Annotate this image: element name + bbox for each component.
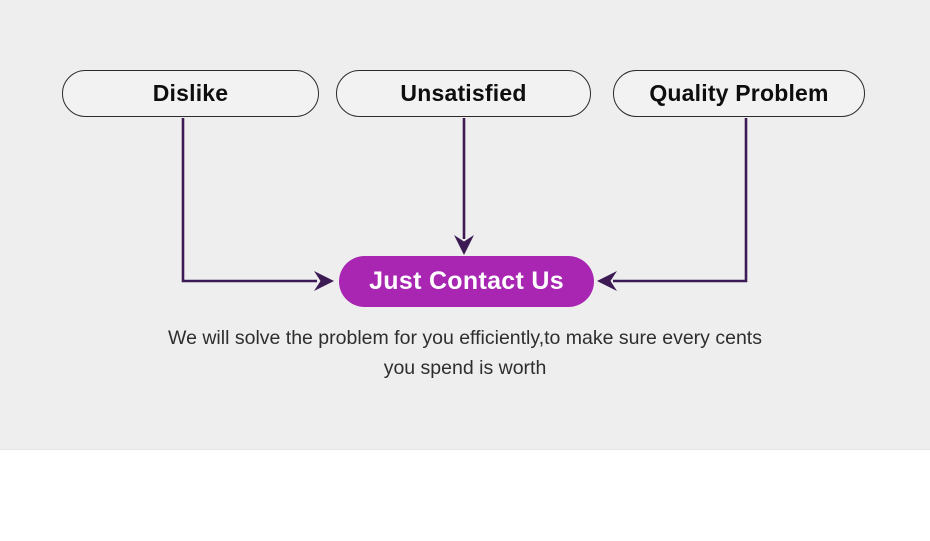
arrow-line: [613, 118, 748, 283]
node-unsatisfied: Unsatisfied: [336, 70, 591, 117]
node-dislike: Dislike: [62, 70, 319, 117]
footer-whitespace: [0, 450, 930, 541]
arrow-dislike-to-cta: [181, 118, 334, 291]
arrow-quality-to-cta: [597, 118, 748, 291]
node-unsatisfied-label: Unsatisfied: [400, 80, 527, 106]
arrow-unsatisfied-to-cta: [454, 118, 474, 255]
node-quality-problem-label: Quality Problem: [649, 80, 829, 106]
description-text: We will solve the problem for you effici…: [168, 327, 762, 379]
contact-us-button-label: Just Contact Us: [369, 267, 564, 295]
node-quality-problem: Quality Problem: [613, 70, 865, 117]
diagram-canvas: Dislike Unsatisfied Quality Problem Just…: [0, 0, 930, 450]
arrow-line: [181, 118, 317, 283]
arrow-right-icon: [314, 271, 334, 291]
arrow-left-icon: [597, 271, 617, 291]
arrow-down-icon: [454, 235, 474, 255]
node-dislike-label: Dislike: [152, 80, 229, 106]
contact-us-button[interactable]: Just Contact Us: [339, 256, 594, 307]
